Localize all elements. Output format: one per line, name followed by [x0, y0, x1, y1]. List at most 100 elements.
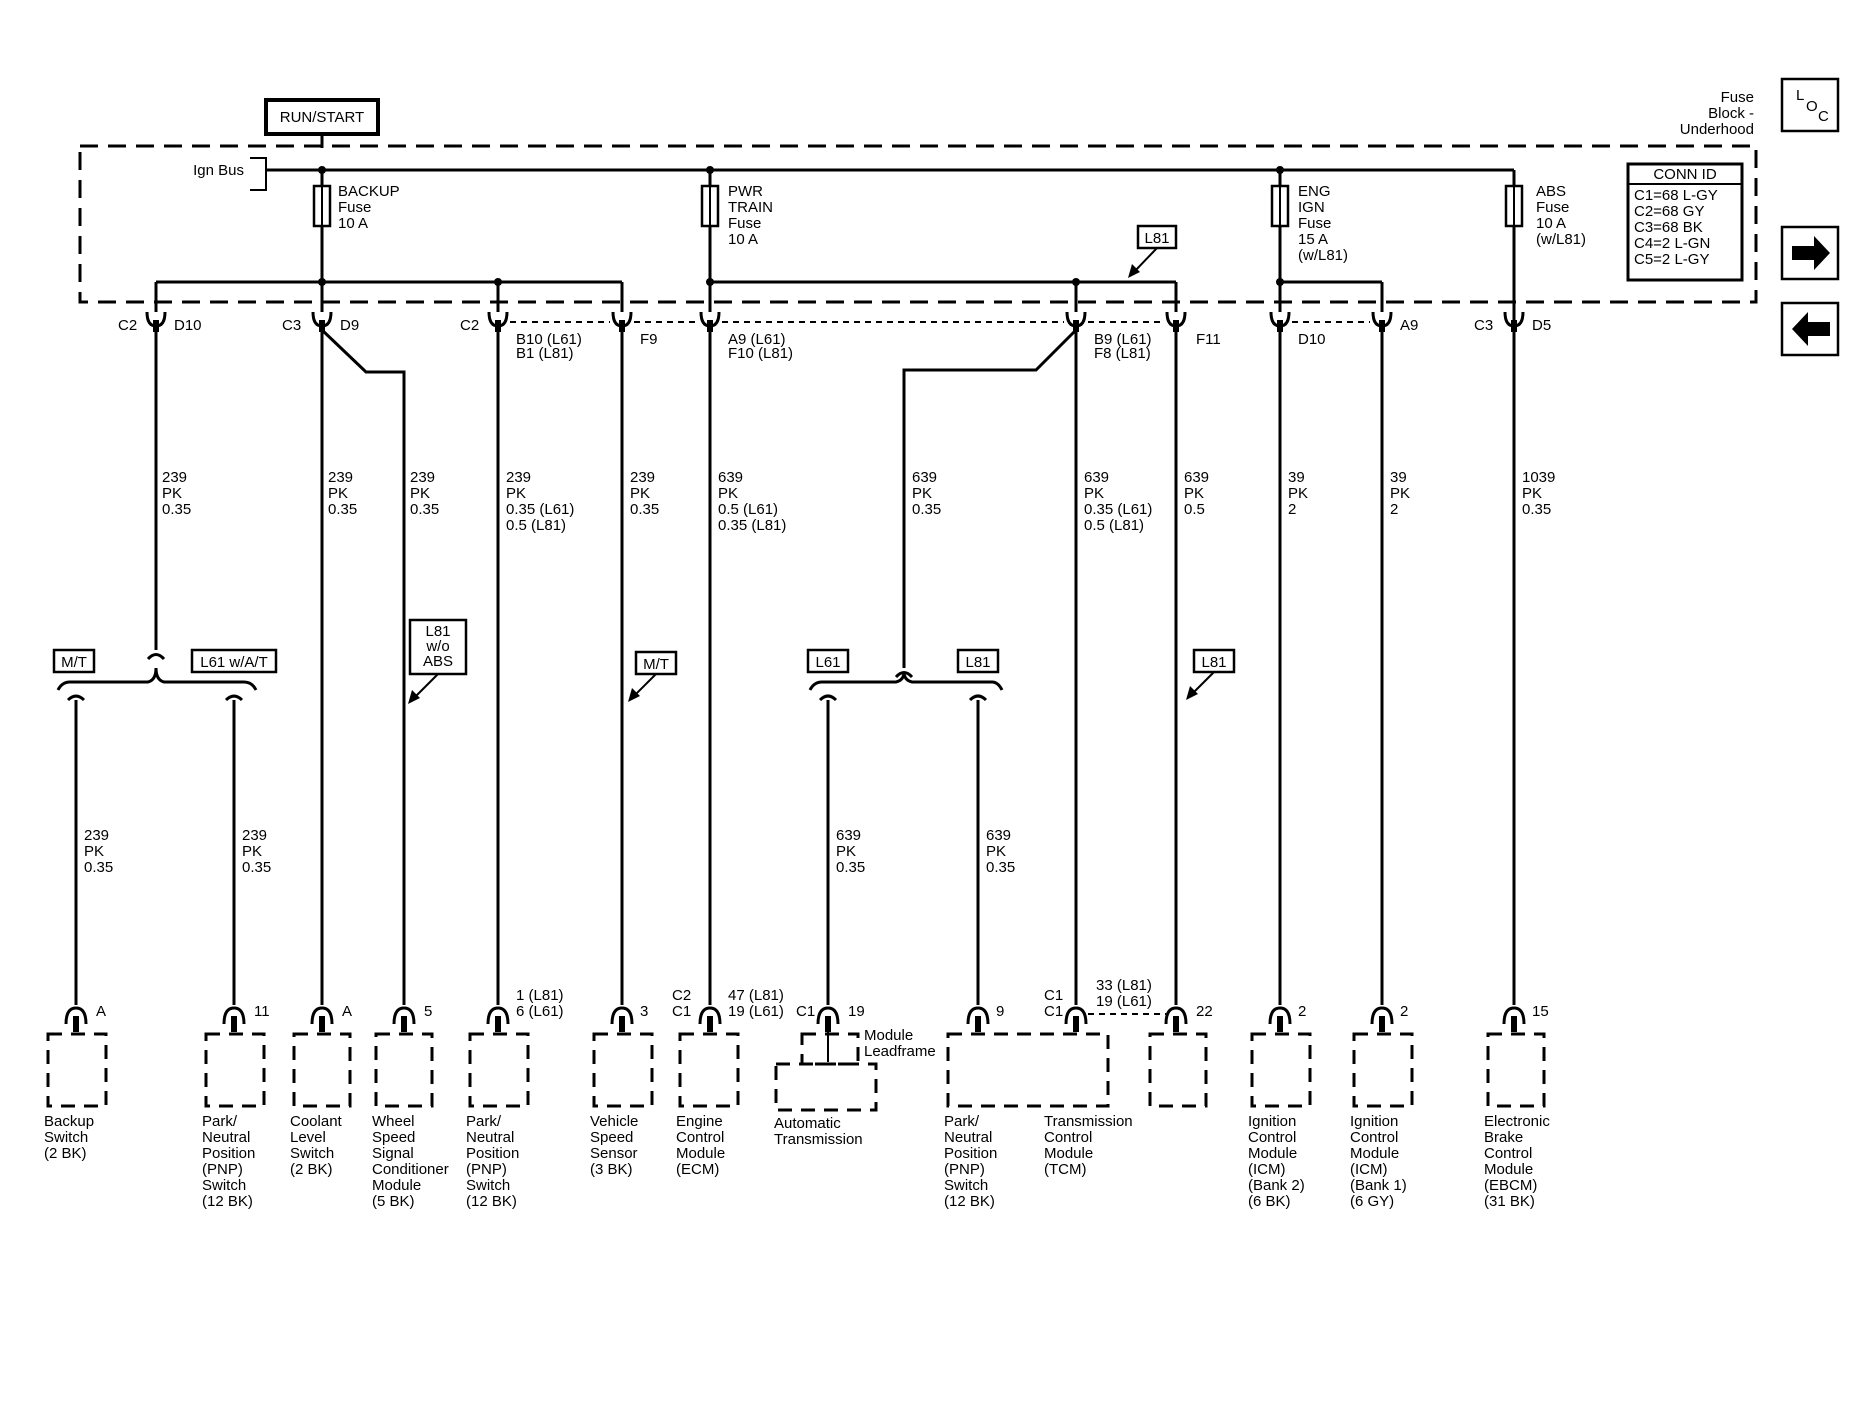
pin-labels: A 11 A 5 1 (L81) 6 (L61) 3 C2 C1 47 (L81…: [96, 977, 1549, 1020]
svg-text:22: 22: [1196, 1003, 1213, 1020]
svg-text:Speed: Speed: [590, 1129, 633, 1146]
svg-text:Sensor: Sensor: [590, 1145, 638, 1162]
svg-text:39: 39: [1288, 469, 1305, 486]
svg-text:(2 BK): (2 BK): [290, 1161, 333, 1178]
svg-text:Transmission: Transmission: [774, 1131, 863, 1148]
svg-text:239: 239: [630, 469, 655, 486]
svg-text:Module: Module: [864, 1027, 913, 1044]
pwr-train-fuse: PWR TRAIN Fuse 10 A: [700, 170, 773, 282]
svg-text:PK: PK: [986, 843, 1006, 860]
svg-text:10 A: 10 A: [1536, 215, 1566, 232]
svg-text:w/o: w/o: [425, 638, 449, 655]
svg-text:F11: F11: [1196, 331, 1221, 348]
conn-id-table: CONN ID C1=68 L-GY C2=68 GY C3=68 BK C4=…: [1626, 162, 1744, 282]
svg-text:A9 (L61): A9 (L61): [728, 331, 786, 348]
loc-button[interactable]: L O C: [1780, 77, 1840, 133]
icm-bank-2: [1250, 1032, 1312, 1108]
component-pin: [966, 1006, 990, 1032]
svg-text:Position: Position: [944, 1145, 997, 1162]
svg-text:L81: L81: [425, 623, 450, 640]
component-pin: [222, 1006, 246, 1032]
svg-text:(Bank 2): (Bank 2): [1248, 1177, 1305, 1194]
forward-arrow-button[interactable]: [1780, 225, 1840, 281]
svg-text:C: C: [1818, 108, 1829, 125]
svg-text:C2: C2: [672, 987, 691, 1004]
svg-text:F8 (L81): F8 (L81): [1094, 345, 1151, 362]
svg-text:PK: PK: [912, 485, 932, 502]
svg-text:15 A: 15 A: [1298, 231, 1328, 248]
svg-text:Coolant: Coolant: [290, 1113, 343, 1130]
vehicle-speed-sensor: [592, 1032, 654, 1108]
svg-text:IGN: IGN: [1298, 199, 1325, 216]
svg-text:D10: D10: [174, 317, 202, 334]
conn-id-item: C5=2 L-GY: [1634, 251, 1709, 268]
svg-text:(31 BK): (31 BK): [1484, 1193, 1535, 1210]
svg-text:ABS: ABS: [1536, 183, 1566, 200]
arrow-left-icon: [1792, 312, 1830, 346]
loc-icon: L: [1796, 87, 1804, 104]
option-tag-l81-top: L81: [1128, 224, 1178, 278]
run-start-label: RUN/START: [280, 109, 364, 126]
svg-text:2: 2: [1390, 501, 1398, 518]
svg-text:C2: C2: [460, 317, 479, 334]
pnp-switch-1: [204, 1032, 266, 1108]
svg-text:Module: Module: [676, 1145, 725, 1162]
automatic-transmission: [774, 1062, 878, 1112]
svg-text:(ICM): (ICM): [1350, 1161, 1388, 1178]
svg-text:Underhood: Underhood: [1680, 121, 1754, 138]
svg-text:PK: PK: [630, 485, 650, 502]
conn-id-item: C3=68 BK: [1634, 219, 1703, 236]
svg-text:Switch: Switch: [466, 1177, 510, 1194]
svg-text:0.35: 0.35: [84, 859, 113, 876]
component-pin-22: [1148, 1032, 1208, 1108]
svg-text:0.35: 0.35: [242, 859, 271, 876]
svg-text:239: 239: [506, 469, 531, 486]
svg-text:15: 15: [1532, 1003, 1549, 1020]
svg-text:PK: PK: [1288, 485, 1308, 502]
svg-text:0.35: 0.35: [162, 501, 191, 518]
wire-runs: [154, 328, 1516, 1005]
component-pin: [64, 1006, 88, 1032]
svg-text:(12 BK): (12 BK): [202, 1193, 253, 1210]
svg-text:PK: PK: [1390, 485, 1410, 502]
component-pin: [1268, 1006, 1292, 1032]
option-tag-l61: L61: [815, 654, 840, 671]
svg-text:Module: Module: [1248, 1145, 1297, 1162]
fuse-block-connectors: [145, 282, 1525, 332]
svg-text:L81: L81: [1201, 654, 1226, 671]
svg-text:Electronic: Electronic: [1484, 1113, 1550, 1130]
svg-text:B9 (L61): B9 (L61): [1094, 331, 1152, 348]
component-pin: [486, 1006, 510, 1032]
svg-text:Park/: Park/: [466, 1113, 502, 1130]
svg-text:Fuse: Fuse: [1721, 89, 1754, 106]
svg-text:(2 BK): (2 BK): [44, 1145, 87, 1162]
svg-text:PK: PK: [836, 843, 856, 860]
svg-text:A: A: [96, 1003, 106, 1020]
connector-socket: [145, 282, 167, 332]
svg-text:639: 639: [986, 827, 1011, 844]
svg-text:BACKUP: BACKUP: [338, 183, 400, 200]
fuse-block-label: Fuse Block - Underhood: [1680, 89, 1754, 138]
connector-labels: C2 D10 C3 D9 C2 B10 (L61) B1 (L81) F9 A9…: [118, 317, 1551, 362]
svg-text:C1: C1: [1044, 987, 1063, 1004]
svg-text:(3 BK): (3 BK): [590, 1161, 633, 1178]
svg-text:2: 2: [1288, 501, 1296, 518]
eng-ign-fuse: ENG IGN Fuse 15 A (w/L81): [1270, 170, 1348, 282]
svg-text:D9: D9: [340, 317, 359, 334]
ign-bus-bracket: [250, 157, 267, 191]
svg-text:Control: Control: [1044, 1129, 1092, 1146]
option-split-left: M/T L61 w/A/T: [52, 648, 278, 1005]
svg-text:F10 (L81): F10 (L81): [728, 345, 793, 362]
svg-text:0.5 (L61): 0.5 (L61): [718, 501, 778, 518]
svg-text:10 A: 10 A: [728, 231, 758, 248]
option-tag-mt-mid: M/T: [628, 650, 678, 702]
svg-text:19 (L61): 19 (L61): [728, 1003, 784, 1020]
svg-text:Switch: Switch: [202, 1177, 246, 1194]
back-arrow-button[interactable]: [1780, 301, 1840, 357]
svg-text:10 A: 10 A: [338, 215, 368, 232]
engine-control-module: [678, 1032, 740, 1108]
svg-text:Control: Control: [1484, 1145, 1532, 1162]
component-pin: [698, 1006, 722, 1032]
component-names: Backup Switch (2 BK) Park/ Neutral Posit…: [44, 1027, 1550, 1210]
